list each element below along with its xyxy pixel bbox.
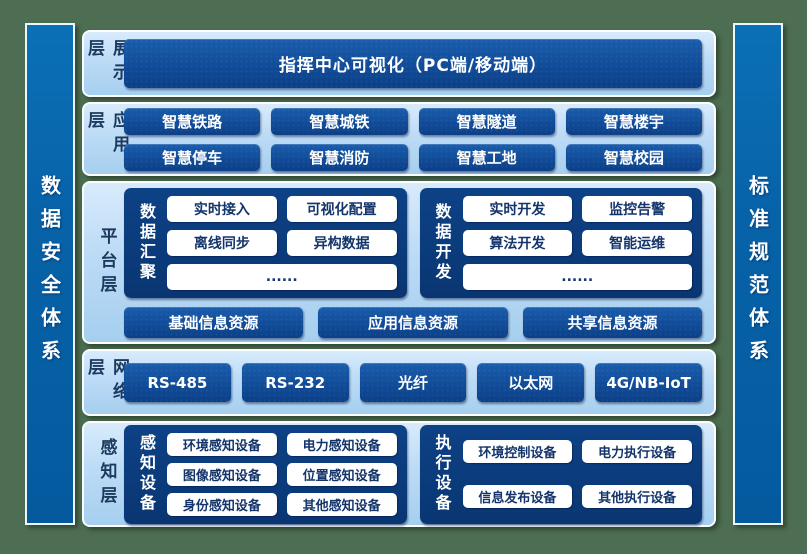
layer-application-label-col: 应用层: [84, 111, 129, 167]
box-realtime-access: 实时接入: [167, 195, 277, 222]
box-rs-485: RS-485: [124, 363, 231, 402]
layer-application-content: 智慧铁路 智慧城铁 智慧隧道 智慧楼宇 智慧停车 智慧消防 智慧工地 智慧校园: [124, 107, 702, 171]
box-other-execution-device: 其他执行设备: [582, 485, 692, 508]
box-command-center-visualization: 指挥中心可视化（PC端/移动端）: [124, 39, 702, 88]
layer-perception: 感知层 感知设备 环境感知设备 电力感知设备 图像感知设备 位置感知设备 身份感…: [82, 421, 716, 527]
layer-application: 应用层 智慧铁路 智慧城铁 智慧隧道 智慧楼宇 智慧停车 智慧消防 智慧工地 智…: [82, 102, 716, 176]
group-data-aggregation: 数据汇聚 实时接入 可视化配置 离线同步 异构数据 ......: [124, 187, 407, 298]
box-identity-sensing-device: 身份感知设备: [167, 492, 277, 516]
box-visual-configuration: 可视化配置: [286, 195, 397, 222]
box-application-info-resources: 应用信息资源: [318, 306, 508, 338]
application-grid: 智慧铁路 智慧城铁 智慧隧道 智慧楼宇 智慧停车 智慧消防 智慧工地 智慧校园: [124, 107, 702, 171]
group-execution-devices-label: 执行设备: [432, 434, 452, 514]
box-other-sensing-device: 其他感知设备: [286, 492, 397, 516]
box-smart-railway: 智慧铁路: [124, 107, 261, 135]
network-grid: RS-485 RS-232 光纤 以太网 4G/NB-IoT: [124, 363, 702, 402]
group-sensing-devices-grid: 环境感知设备 电力感知设备 图像感知设备 位置感知设备 身份感知设备 其他感知设…: [167, 432, 397, 516]
layer-presentation: 展示层 指挥中心可视化（PC端/移动端）: [82, 30, 716, 97]
box-4g-nb-iot: 4G/NB-IoT: [595, 363, 702, 402]
group-data-development-label-col: 数据开发: [430, 196, 454, 290]
layer-network: 网络层 RS-485 RS-232 光纤 以太网 4G/NB-IoT: [82, 349, 716, 416]
box-development-more-dots: ......: [462, 263, 692, 290]
box-location-sensing-device: 位置感知设备: [286, 462, 397, 486]
pillar-data-security: 数据安全体系: [25, 23, 75, 525]
box-smart-tunnel: 智慧隧道: [418, 107, 555, 135]
box-smart-parking: 智慧停车: [124, 143, 261, 171]
group-sensing-devices-label-col: 感知设备: [134, 433, 158, 516]
box-smart-firefighting: 智慧消防: [271, 143, 408, 171]
box-optical-fiber: 光纤: [359, 363, 467, 402]
pillar-standards: 标准规范体系: [733, 23, 783, 525]
box-environment-sensing-device: 环境感知设备: [167, 432, 277, 456]
layer-presentation-label-col: 展示层: [84, 39, 129, 88]
platform-groups-row: 数据汇聚 实时接入 可视化配置 离线同步 异构数据 ...... 数据开发: [124, 187, 702, 298]
box-smart-metro: 智慧城铁: [271, 107, 408, 135]
group-data-aggregation-grid: 实时接入 可视化配置 离线同步 异构数据 ......: [167, 195, 397, 290]
box-rs-232: RS-232: [241, 363, 349, 402]
box-heterogeneous-data: 异构数据: [286, 229, 397, 256]
box-realtime-development: 实时开发: [462, 195, 573, 222]
layer-platform-label-col: 平台层: [90, 190, 124, 335]
layer-platform-label: 平台层: [96, 226, 117, 299]
box-image-sensing-device: 图像感知设备: [167, 462, 277, 486]
layer-presentation-content: 指挥中心可视化（PC端/移动端）: [124, 39, 702, 88]
box-ethernet: 以太网: [477, 363, 585, 402]
group-execution-devices-grid: 环境控制设备 电力执行设备 信息发布设备 其他执行设备: [462, 433, 692, 516]
group-data-aggregation-label-col: 数据汇聚: [134, 196, 158, 290]
box-shared-info-resources: 共享信息资源: [522, 306, 702, 338]
layer-platform-content: 数据汇聚 实时接入 可视化配置 离线同步 异构数据 ...... 数据开发: [124, 187, 702, 338]
box-info-publishing-device: 信息发布设备: [462, 485, 573, 508]
box-smart-construction-site: 智慧工地: [418, 143, 555, 171]
group-sensing-devices-label: 感知设备: [137, 434, 156, 514]
box-environment-control-device: 环境控制设备: [462, 440, 573, 463]
box-intelligent-operations: 智能运维: [582, 229, 692, 256]
pillar-data-security-label: 数据安全体系: [37, 175, 62, 373]
group-data-development-label: 数据开发: [432, 202, 452, 283]
box-power-sensing-device: 电力感知设备: [286, 432, 397, 456]
pillar-standards-label: 标准规范体系: [745, 175, 770, 373]
layer-network-label-col: 网络层: [84, 358, 129, 407]
box-basic-info-resources: 基础信息资源: [124, 306, 304, 338]
group-data-development-grid: 实时开发 监控告警 算法开发 智能运维 ......: [462, 195, 692, 290]
box-smart-campus: 智慧校园: [565, 143, 702, 171]
layer-stack: 展示层 指挥中心可视化（PC端/移动端） 应用层 智慧铁路 智慧城铁 智慧隧道 …: [82, 30, 716, 527]
box-algorithm-development: 算法开发: [462, 229, 573, 256]
platform-resources-row: 基础信息资源 应用信息资源 共享信息资源: [124, 306, 702, 338]
layer-perception-content: 感知设备 环境感知设备 电力感知设备 图像感知设备 位置感知设备 身份感知设备 …: [124, 424, 702, 524]
box-smart-building: 智慧楼宇: [565, 107, 702, 135]
perception-groups-row: 感知设备 环境感知设备 电力感知设备 图像感知设备 位置感知设备 身份感知设备 …: [124, 424, 702, 524]
box-power-execution-device: 电力执行设备: [582, 440, 692, 463]
group-sensing-devices: 感知设备 环境感知设备 电力感知设备 图像感知设备 位置感知设备 身份感知设备 …: [124, 424, 407, 524]
layer-perception-label-col: 感知层: [90, 430, 124, 518]
box-monitoring-alert: 监控告警: [582, 195, 692, 222]
box-offline-sync: 离线同步: [167, 229, 277, 256]
layer-platform: 平台层 数据汇聚 实时接入 可视化配置 离线同步 异构数据 ......: [82, 181, 716, 344]
group-execution-devices: 执行设备 环境控制设备 电力执行设备 信息发布设备 其他执行设备: [419, 424, 702, 524]
box-aggregation-more-dots: ......: [167, 263, 397, 290]
layer-perception-label: 感知层: [96, 438, 117, 510]
group-data-development: 数据开发 实时开发 监控告警 算法开发 智能运维 ......: [419, 187, 702, 298]
group-data-aggregation-label: 数据汇聚: [137, 202, 156, 283]
layer-network-content: RS-485 RS-232 光纤 以太网 4G/NB-IoT: [124, 358, 702, 407]
group-execution-devices-label-col: 执行设备: [430, 433, 454, 516]
